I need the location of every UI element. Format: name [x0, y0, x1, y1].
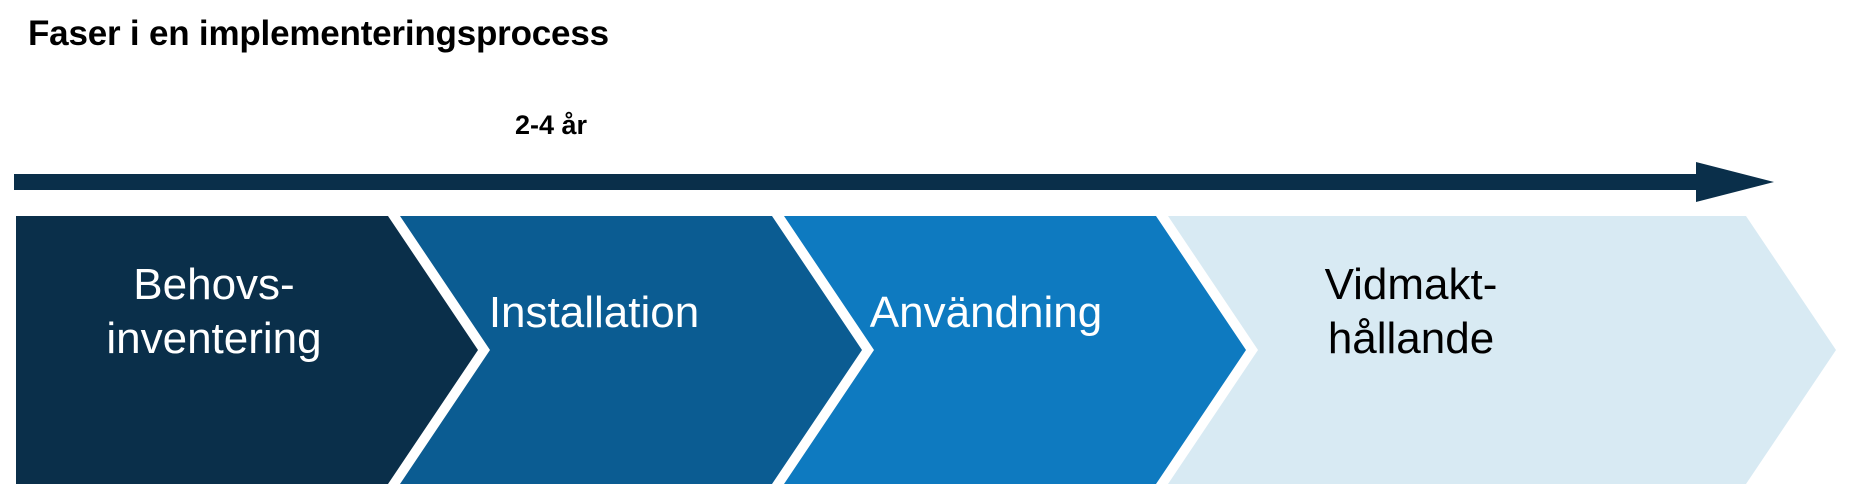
chevron-shape-2[interactable]	[400, 216, 862, 484]
chevron-shapes	[16, 216, 1836, 484]
timeline-arrow	[14, 160, 1786, 204]
chevron-shape-1[interactable]	[16, 216, 478, 484]
chevron-shape-3[interactable]	[784, 216, 1246, 484]
duration-label: 2-4 år	[515, 110, 588, 140]
page-title: Faser i en implementeringsprocess	[28, 14, 609, 53]
right-arrow-icon	[14, 162, 1774, 202]
process-chevron-band: Behovs- inventering Installation Användn…	[16, 216, 1836, 484]
chevron-shape-4[interactable]	[1168, 216, 1836, 484]
